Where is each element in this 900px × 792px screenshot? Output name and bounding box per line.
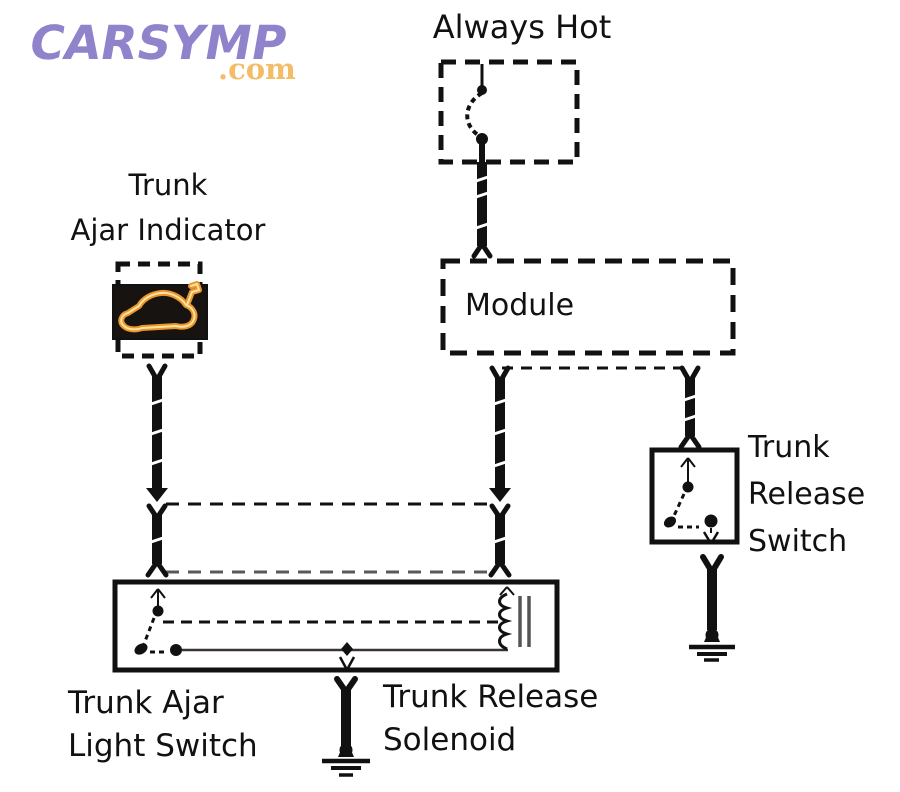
wire-releaseswitch-to-ground — [689, 554, 735, 662]
indicator-label-line1: Trunk — [128, 168, 208, 202]
wire-module-to-lightswitch-lower — [488, 503, 512, 578]
release-switch-label-line3: Switch — [748, 524, 848, 559]
module-box — [440, 258, 736, 356]
indicator-label-line2: Ajar Indicator — [70, 213, 266, 247]
trunk-release-switch-label: Trunk Release Switch — [748, 424, 865, 565]
trunk-ajar-indicator-label: Trunk Ajar Indicator — [48, 163, 288, 253]
connector-arrows-icon — [338, 656, 356, 669]
logo-tld-text: .com — [218, 52, 296, 86]
wire-module-to-lightswitch-upper — [489, 365, 511, 502]
junction-diamond-icon — [341, 642, 353, 656]
switch-icon — [134, 588, 182, 656]
trunk-ajar-warning-lamp-icon — [118, 281, 202, 333]
ground-icon — [322, 758, 370, 777]
release-switch-label-line2: Release — [748, 477, 866, 512]
always-hot-box — [438, 59, 580, 166]
light-switch-label-line1: Trunk Ajar — [68, 685, 224, 721]
wire-solenoid-to-ground — [322, 676, 370, 777]
light-switch-label-line2: Light Switch — [68, 728, 258, 764]
wire-indicator-to-lightswitch-lower — [145, 503, 169, 578]
always-hot-label: Always Hot — [432, 8, 612, 46]
solenoid-label-line1: Trunk Release — [383, 679, 599, 715]
trunk-release-solenoid-label: Trunk Release Solenoid — [383, 676, 598, 762]
switch-icon — [663, 457, 720, 543]
wire-indicator-to-lightswitch-upper — [146, 363, 168, 502]
wire-module-to-releaseswitch — [678, 365, 702, 450]
trunk-release-switch-box — [649, 447, 740, 545]
release-switch-label-line1: Trunk — [748, 430, 830, 465]
solenoid-coil-icon — [498, 586, 531, 651]
carsymp-logo: CARSYMP .com — [22, 8, 296, 88]
solenoid-label-line2: Solenoid — [383, 722, 517, 758]
trunk-ajar-light-switch-label: Trunk Ajar Light Switch — [68, 682, 258, 768]
ground-icon — [689, 644, 735, 662]
trunk-ajar-indicator-box — [112, 261, 208, 359]
fuse-icon — [465, 64, 488, 166]
trunk-ajar-light-switch-box — [112, 579, 560, 673]
connector-arrow-icon — [146, 488, 168, 502]
module-label: Module — [465, 288, 575, 323]
connector-arrow-icon — [489, 488, 511, 502]
wire-alwayshot-to-module — [471, 162, 493, 259]
